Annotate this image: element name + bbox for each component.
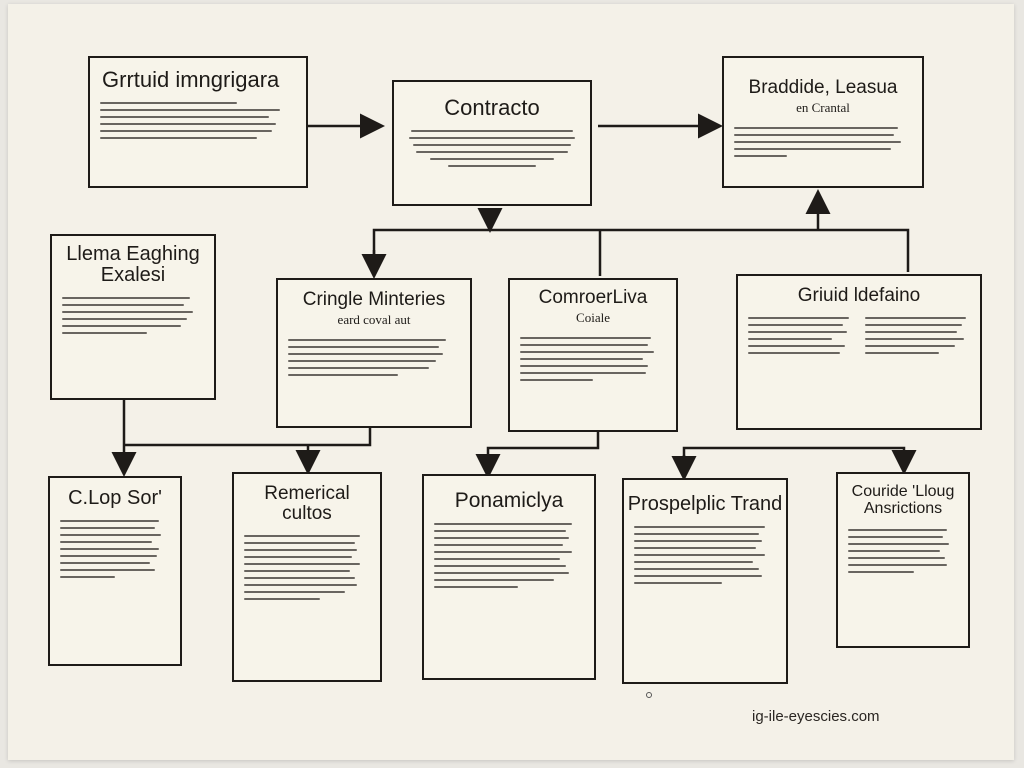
box-title: Contracto — [444, 95, 540, 120]
box-text-lines — [234, 524, 380, 600]
box-grrtuid-imngrigara: Grrtuid imngrigara — [88, 56, 308, 188]
box-text-lines — [724, 116, 922, 157]
box-title: Couride 'Lloug Ansrictions — [851, 483, 955, 517]
box-remerical-cultos: Remerical cultos — [232, 472, 382, 682]
box-text-lines — [394, 119, 590, 168]
box-llema-eaghing: Llema Eaghing Exalesi — [50, 234, 216, 400]
box-text-lines — [624, 515, 786, 584]
box-text-lines — [424, 512, 594, 589]
branch-b5-b9 — [124, 428, 372, 447]
branch-b7 — [682, 446, 906, 470]
box-contracto: Contracto — [392, 80, 592, 206]
box-cringle-minteries: Cringle Minteries eard coval aut — [276, 278, 472, 428]
box-title: Ponamiclya — [454, 489, 564, 512]
small-circle-mark — [646, 692, 652, 698]
box-text-lines — [90, 91, 306, 140]
box-text-lines — [52, 286, 214, 334]
box-subtitle: eard coval aut — [337, 311, 411, 327]
box-title: Braddide, Leasua — [748, 77, 898, 98]
box-title: Remerical cultos — [264, 483, 350, 524]
box-title: Prospelplic Trand — [627, 493, 783, 515]
box-text-lines — [838, 518, 968, 573]
box-title: Grrtuid imngrigara — [102, 67, 280, 92]
box-braddide-leasua: Braddide, Leasua en Crantal — [722, 56, 924, 188]
box-title: C.Lop Sor' — [68, 487, 162, 509]
box-text-lines — [278, 328, 470, 376]
box-text-lines — [50, 509, 180, 578]
box-title: Llema Eaghing Exalesi — [66, 243, 200, 286]
box-text-lines — [510, 326, 676, 381]
box-title: ComroerLiva — [538, 287, 648, 308]
box-griuid-ldefaino: Griuid ldefaino — [736, 274, 982, 430]
branch-row2 — [372, 228, 910, 272]
box-title: Cringle Minteries — [302, 289, 446, 310]
box-title: Griuid ldefaino — [797, 285, 921, 306]
box-ponamiclya: Ponamiclya — [422, 474, 596, 680]
box-couride-lloug: Couride 'Lloug Ansrictions — [836, 472, 970, 648]
box-comroerliva: ComroerLiva Coiale — [508, 278, 678, 432]
box-subtitle: en Crantal — [796, 99, 850, 115]
box-text-lines — [738, 306, 980, 359]
box-subtitle: Coiale — [576, 309, 610, 325]
box-prospelplic-trand: Prospelplic Trand — [622, 478, 788, 684]
branch-b6-b10 — [486, 432, 600, 470]
footer-watermark: ig-ile-eyescies.com — [752, 708, 880, 725]
box-c-lop: C.Lop Sor' — [48, 476, 182, 666]
